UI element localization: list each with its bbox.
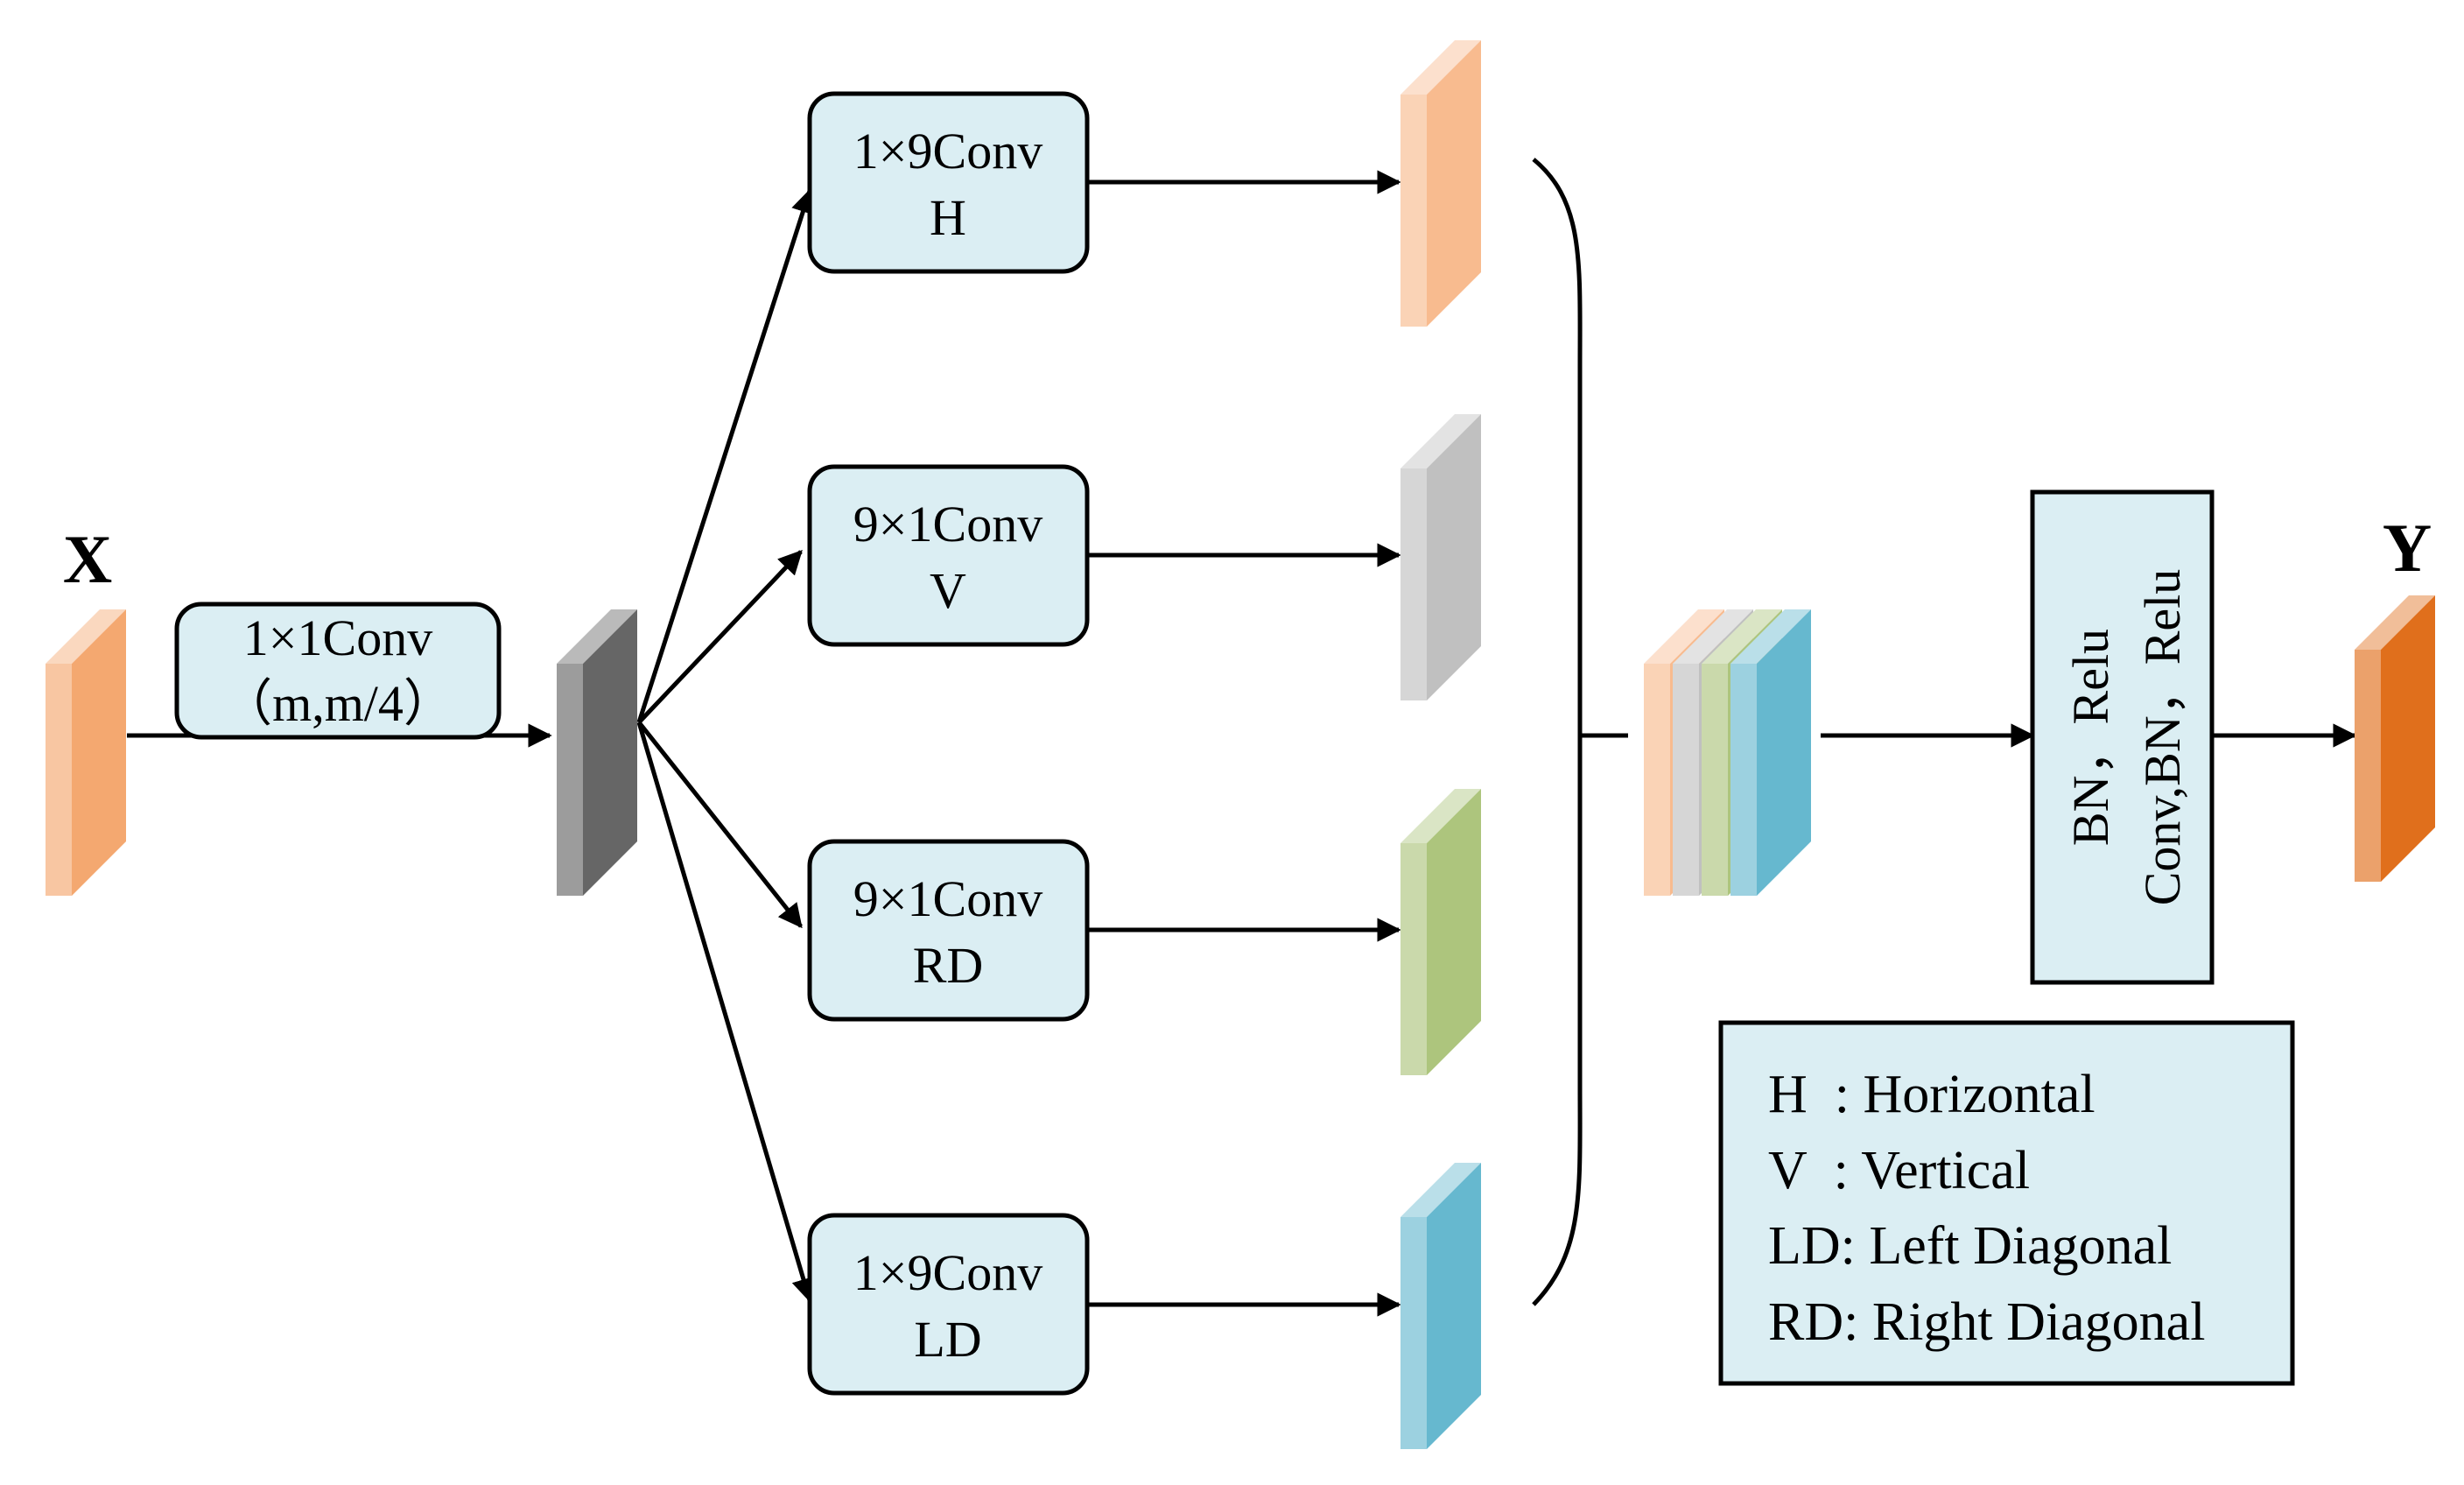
post-block: BN，Relu Conv,BN，Relu bbox=[2030, 489, 2215, 985]
output-label: Y bbox=[2383, 510, 2432, 586]
legend-item-rd: RD: Right Diagonal bbox=[1768, 1292, 2205, 1352]
arrow-to-branch-ld bbox=[636, 721, 816, 1303]
reduced-feature-map-side bbox=[583, 609, 637, 896]
post-block-line2: Conv,BN，Relu bbox=[2134, 569, 2191, 906]
branch-feature-map-2-front bbox=[1400, 843, 1427, 1075]
branch-feature-map-3-side bbox=[1427, 1163, 1481, 1449]
arrow-to-branch-v bbox=[637, 550, 803, 724]
reduce-conv-sublabel: （m,m/4） bbox=[221, 675, 454, 732]
branch-rd-dir: RD bbox=[913, 937, 984, 994]
output-feature-map-side bbox=[2381, 595, 2435, 882]
input-feature-map-front bbox=[46, 664, 72, 896]
branch-v-op: 9×1Conv bbox=[853, 496, 1042, 552]
branch-feature-map-1-side bbox=[1427, 414, 1481, 700]
legend-item-h: H : Horizontal bbox=[1768, 1065, 2095, 1124]
concat-feature-map-0-front bbox=[1644, 664, 1670, 896]
branch-ld-op: 1×9Conv bbox=[853, 1244, 1042, 1301]
legend-item-ld: LD: Left Diagonal bbox=[1768, 1216, 2172, 1276]
branch-h-dir: H bbox=[930, 189, 966, 246]
branch-feature-map-1-top bbox=[1400, 414, 1481, 468]
branch-feature-map-2-top bbox=[1400, 789, 1481, 843]
concat-feature-map-1-top bbox=[1673, 609, 1753, 664]
branch-feature-map-0-side bbox=[1427, 40, 1481, 327]
arrow-to-branch-rd bbox=[637, 721, 803, 929]
branch-h-op: 1×9Conv bbox=[853, 123, 1042, 179]
branch-ld-dir: LD bbox=[914, 1311, 981, 1368]
connectors bbox=[127, 158, 2357, 1317]
branch-box-v: 9×1Conv V bbox=[807, 464, 1090, 647]
reduced-feature-map-front bbox=[557, 664, 583, 896]
branch-feature-map-2-side bbox=[1427, 789, 1481, 1075]
post-block-line1: BN，Relu bbox=[2062, 629, 2119, 846]
concat-feature-map-2-top bbox=[1702, 609, 1782, 664]
arrow-to-branch-h bbox=[636, 188, 815, 723]
input-feature-map-side bbox=[72, 609, 126, 896]
output-feature-map-front bbox=[2355, 650, 2381, 882]
branch-feature-map-3-front bbox=[1400, 1217, 1427, 1449]
branch-feature-map-0-front bbox=[1400, 95, 1427, 327]
reduce-conv-label: 1×1Conv bbox=[243, 609, 432, 666]
concat-feature-map-3-top bbox=[1730, 609, 1811, 664]
input-label: X bbox=[63, 521, 112, 597]
concat-bracket bbox=[1532, 158, 1583, 1306]
branch-feature-map-3-top bbox=[1400, 1163, 1481, 1217]
concat-feature-map-3-front bbox=[1730, 664, 1757, 896]
concat-feature-map-2-front bbox=[1702, 664, 1728, 896]
branch-feature-map-1-front bbox=[1400, 468, 1427, 700]
input-feature-map-top bbox=[46, 609, 126, 664]
output-feature-map-top bbox=[2355, 595, 2435, 650]
legend-item-v: V : Vertical bbox=[1768, 1141, 2030, 1200]
branch-box-h: 1×9Conv H bbox=[807, 91, 1090, 274]
concat-feature-map-3-side bbox=[1757, 609, 1811, 896]
reduce-conv-box: 1×1Conv （m,m/4） bbox=[174, 602, 502, 740]
branch-rd-op: 9×1Conv bbox=[853, 870, 1042, 927]
feature-maps bbox=[46, 40, 2435, 1449]
concat-feature-map-1-front bbox=[1673, 664, 1699, 896]
branch-feature-map-0-top bbox=[1400, 40, 1481, 95]
branch-box-rd: 9×1Conv RD bbox=[807, 839, 1090, 1022]
branch-box-ld: 1×9Conv LD bbox=[807, 1213, 1090, 1396]
branch-v-dir: V bbox=[930, 562, 966, 619]
reduced-feature-map-top bbox=[557, 609, 637, 664]
legend-box: H : Horizontal V : Vertical LD: Left Dia… bbox=[1718, 1020, 2295, 1386]
concat-feature-map-0-top bbox=[1644, 609, 1724, 664]
